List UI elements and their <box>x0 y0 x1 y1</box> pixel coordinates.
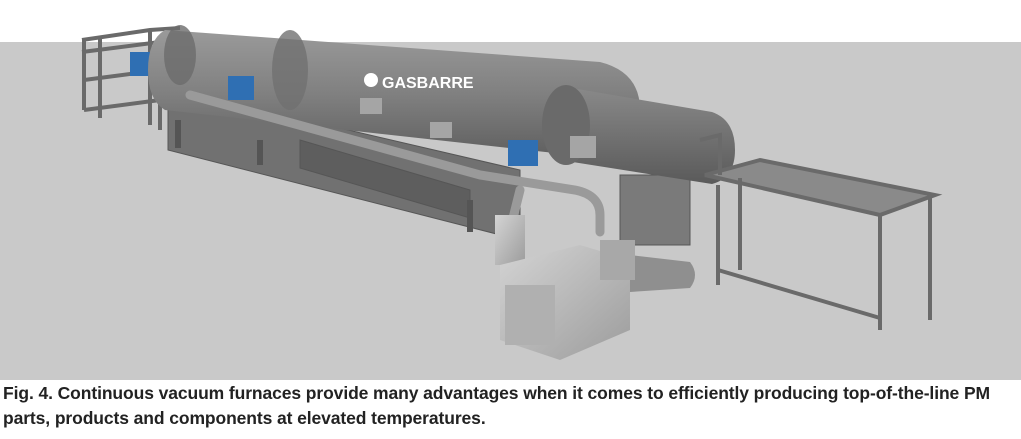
furnace-illustration: GASBARRE <box>81 25 943 360</box>
center-blue-valve <box>228 76 254 100</box>
vacuum-pump <box>495 215 695 360</box>
pipe-fittings <box>360 98 596 158</box>
right-blue-valve <box>508 140 538 166</box>
gasbarre-logo-text: GASBARRE <box>382 75 474 92</box>
figure-caption: Fig. 4. Continuous vacuum furnaces provi… <box>3 383 990 428</box>
furnace-render: GASBARRE <box>0 25 1021 380</box>
right-conveyor-frame <box>699 132 943 330</box>
gasbarre-logo: GASBARRE <box>364 73 474 92</box>
left-blue-valve <box>130 52 150 76</box>
furnace-chamber <box>148 25 735 184</box>
